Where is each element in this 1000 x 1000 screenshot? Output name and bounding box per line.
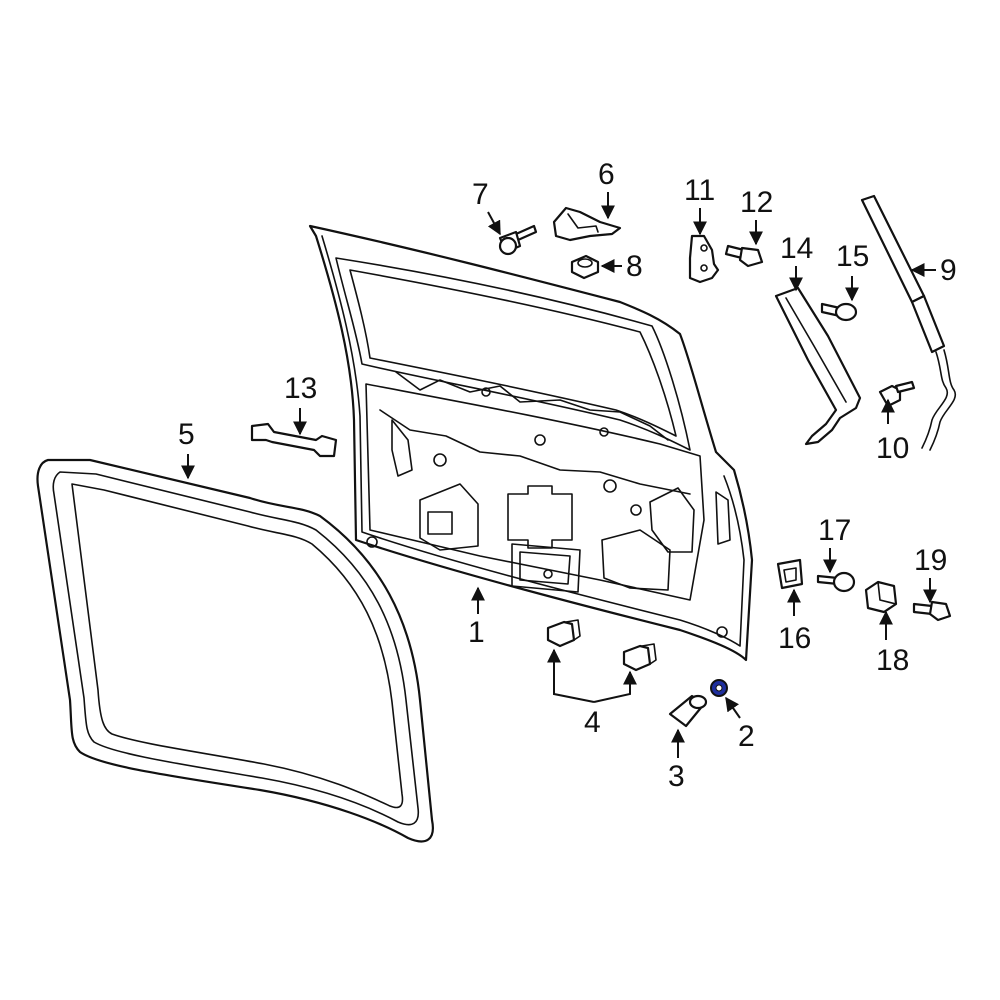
part-19-bolt[interactable] [912, 600, 952, 622]
callout-9[interactable]: 9 [940, 254, 957, 287]
callout-1[interactable]: 1 [468, 616, 485, 649]
leader-4 [547, 648, 595, 703]
callout-17[interactable]: 17 [818, 514, 851, 547]
part-7-bolt[interactable] [498, 224, 538, 256]
part-10-ball-stud[interactable] [878, 380, 916, 408]
part-4-bumpers[interactable] [546, 619, 657, 672]
callout-18[interactable]: 18 [876, 644, 909, 677]
callout-16[interactable]: 16 [778, 622, 811, 655]
callout-5[interactable]: 5 [178, 418, 195, 451]
callout-3[interactable]: 3 [668, 760, 685, 793]
part-5-weatherstrip[interactable] [36, 458, 434, 843]
part-6-hinge[interactable] [552, 206, 622, 242]
part-18-retainer[interactable] [864, 580, 898, 614]
part-9-strut[interactable] [860, 194, 957, 451]
part-11-bracket[interactable] [688, 234, 720, 284]
callout-8[interactable]: 8 [626, 250, 643, 283]
part-3-stop[interactable] [668, 694, 708, 728]
callout-14[interactable]: 14 [780, 232, 813, 265]
part-12-bolt[interactable] [724, 244, 764, 268]
leader-4b [593, 670, 637, 703]
callout-4[interactable]: 4 [584, 706, 601, 739]
part-13-bumper[interactable] [250, 422, 338, 458]
part-14-trim-molding[interactable] [774, 286, 862, 446]
callout-12[interactable]: 12 [740, 186, 773, 219]
part-15-screw[interactable] [820, 302, 858, 322]
callout-13[interactable]: 13 [284, 372, 317, 405]
leader-2 [725, 696, 741, 719]
callout-2[interactable]: 2 [738, 720, 755, 753]
part-17-screw[interactable] [816, 571, 856, 593]
leader-lines [181, 192, 937, 758]
callout-15[interactable]: 15 [836, 240, 869, 273]
leader-7 [487, 211, 501, 236]
part-8-nut[interactable] [570, 254, 600, 280]
callout-7[interactable]: 7 [472, 178, 489, 211]
part-2-washer[interactable] [710, 679, 728, 697]
callout-labels: 1 2 3 4 5 6 7 8 9 10 11 12 13 14 15 16 1… [178, 158, 957, 793]
callout-6[interactable]: 6 [598, 158, 615, 191]
callout-19[interactable]: 19 [914, 544, 947, 577]
part-16-clip[interactable] [776, 558, 804, 590]
callout-11[interactable]: 11 [684, 174, 715, 207]
callout-10[interactable]: 10 [876, 432, 909, 465]
part-1-liftgate[interactable] [308, 224, 754, 662]
